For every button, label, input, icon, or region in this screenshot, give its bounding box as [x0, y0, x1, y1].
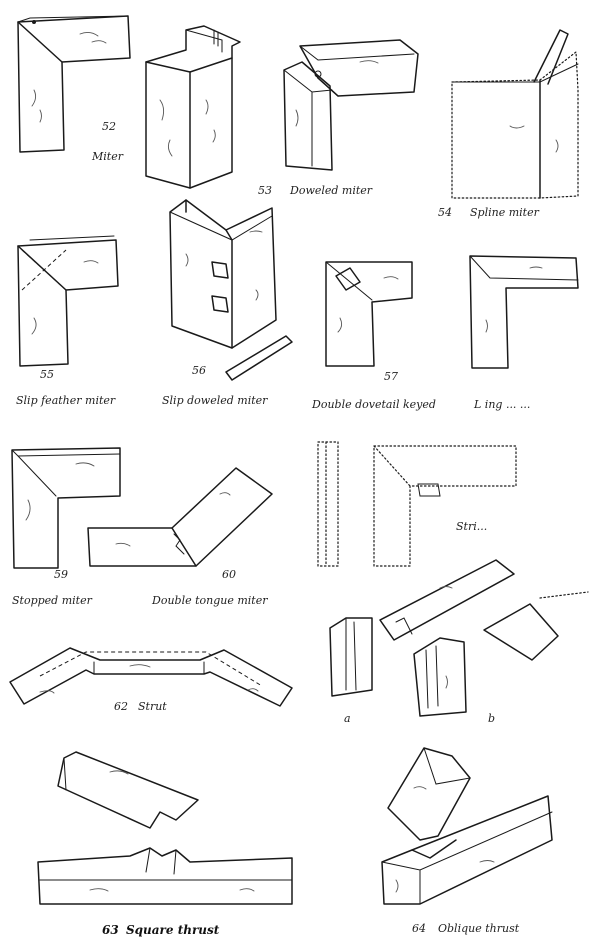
figure-56-slip-doweled-miter: 56 Slip doweled miter	[162, 199, 293, 407]
figure-53-parts	[283, 39, 419, 171]
figure-60-caption: Double tongue miter	[151, 594, 268, 607]
figure-62-strut: 62 Strut	[9, 647, 293, 713]
figure-53-doweled-miter: 53 Doweled miter	[145, 25, 373, 197]
figure-57-double-dovetail-keyed: 57 Double dovetail keyed	[311, 261, 436, 411]
figure-64-caption: Oblique thrust	[438, 922, 520, 935]
figure-61: Stri...	[317, 441, 517, 567]
figure-54-spline-miter: 54 Spline miter	[438, 29, 579, 219]
figure-56-caption: Slip doweled miter	[162, 394, 268, 407]
figure-63-caption: Square thrust	[126, 923, 220, 937]
figure-55-slip-feather-miter: 55 Slip feather miter	[16, 235, 119, 407]
figure-62-number: 62	[114, 700, 128, 713]
figure-59-number: 59	[54, 568, 68, 581]
figure-63-number: 63	[102, 923, 119, 937]
figure-57-caption: Double dovetail keyed	[311, 398, 436, 411]
figure-60-number: 60	[222, 568, 236, 581]
figure-58-lap: L ing ... ...	[469, 255, 579, 411]
figure-57-number: 57	[384, 370, 398, 383]
figure-61-parts: a b	[329, 559, 589, 725]
figure-62-caption: Strut	[138, 700, 167, 713]
figure-53-number: 53	[258, 184, 272, 197]
figure-64-number: 64	[412, 922, 426, 935]
figure-55-caption: Slip feather miter	[16, 394, 116, 407]
figure-53-caption: Doweled miter	[289, 184, 373, 197]
figure-59-caption: Stopped miter	[12, 594, 93, 607]
figure-52-caption: Miter	[91, 150, 124, 163]
figure-63-square-thrust: 63 Square thrust	[37, 751, 293, 937]
figure-54-number: 54	[438, 206, 452, 219]
figure-54-caption: Spline miter	[470, 206, 540, 219]
figure-56-number: 56	[192, 364, 206, 377]
figure-52-number: 52	[102, 120, 116, 133]
figure-64-oblique-thrust: 64 Oblique thrust	[381, 747, 553, 935]
figure-55-number: 55	[40, 368, 54, 381]
figure-59-stopped-miter: 59 Stopped miter	[11, 447, 121, 607]
figure-52-miter: 52 Miter	[17, 15, 131, 163]
figure-61a-label: a	[344, 712, 351, 725]
figure-58-caption: L ing ... ...	[473, 398, 530, 411]
figure-60-double-tongue-miter: 60 Double tongue miter	[87, 467, 273, 607]
figure-61b-label: b	[488, 712, 495, 725]
figure-61-caption: Stri...	[456, 520, 487, 533]
